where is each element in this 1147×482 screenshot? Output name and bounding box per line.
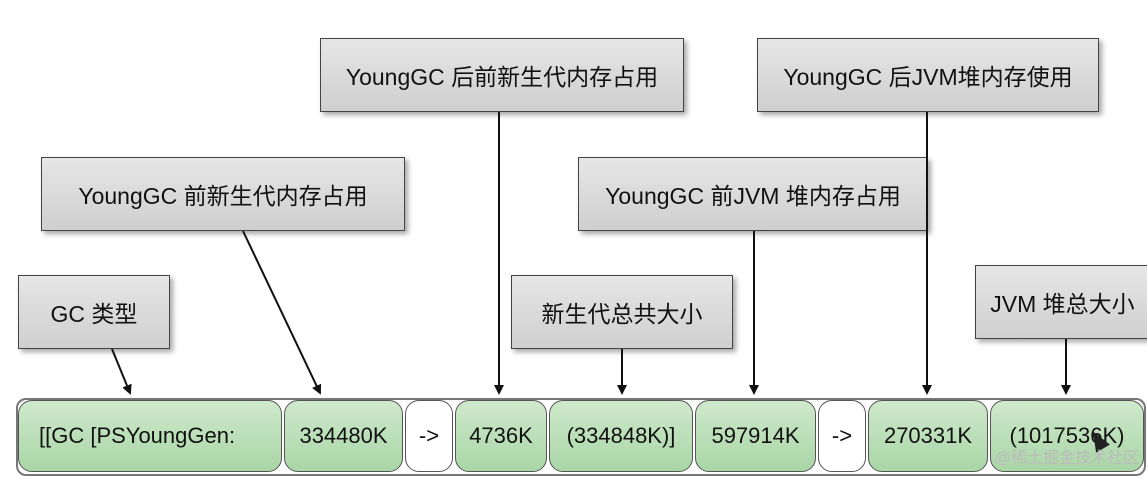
callout-gc-type: GC 类型	[18, 275, 170, 349]
log-cell-arrow-1: ->	[405, 400, 453, 472]
log-cell-heap-total: (1017536K)	[990, 400, 1144, 472]
log-cell-arrow-2: ->	[818, 400, 866, 472]
callout-heap-after: YoungGC 后JVM堆内存使用	[757, 38, 1099, 112]
callout-young-before: YoungGC 前新生代内存占用	[41, 157, 405, 231]
log-cell-young-before: 334480K	[284, 400, 403, 472]
log-cell-heap-after: 270331K	[868, 400, 988, 472]
log-cell-heap-before: 597914K	[695, 400, 816, 472]
log-cell-gc-prefix: [[GC [PSYoungGen:	[18, 400, 282, 472]
callout-young-after: YoungGC 后前新生代内存占用	[320, 38, 684, 112]
callout-heap-total: JVM 堆总大小	[975, 265, 1147, 339]
log-cell-young-total: (334848K)]	[549, 400, 693, 472]
arrow-young-before	[242, 230, 322, 395]
arrow-gc-type	[111, 348, 132, 395]
callout-young-total: 新生代总共大小	[511, 275, 733, 349]
callout-heap-before: YoungGC 前JVM 堆内存占用	[578, 157, 928, 231]
log-cell-young-after: 4736K	[455, 400, 547, 472]
watermark: @稀土掘金技术社区	[994, 450, 1139, 467]
